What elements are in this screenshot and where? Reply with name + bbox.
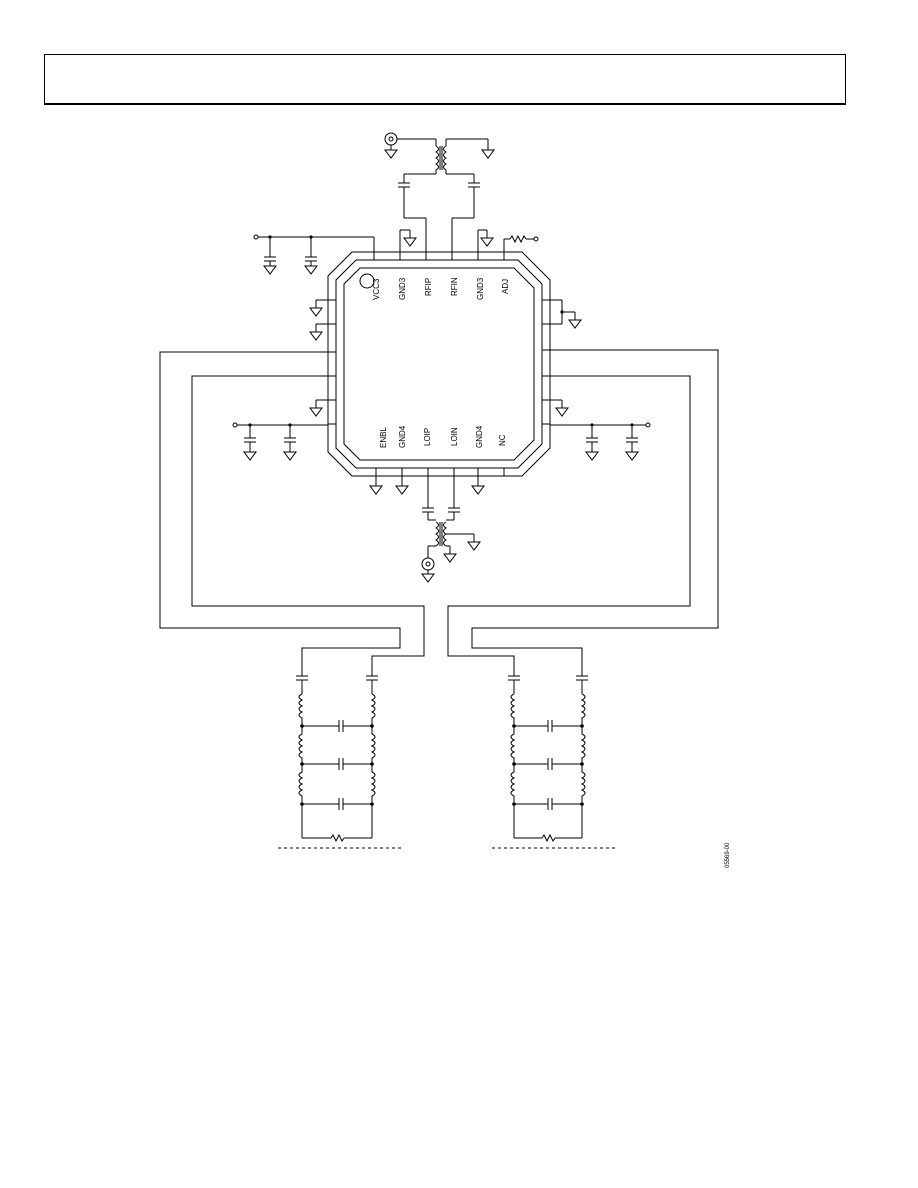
- pin-label-gnd4-a: GND4: [398, 425, 407, 448]
- bottom-pin-grounds: [369, 476, 485, 495]
- pin-label-rfin: RFIN: [450, 277, 459, 296]
- coax-connector-icon: [384, 132, 398, 146]
- if-filter-left: [296, 675, 378, 843]
- pin-label-gnd3-a: GND3: [398, 277, 407, 300]
- left-pin-grounds: [309, 299, 328, 417]
- pin-label-gnd3-b: GND3: [476, 277, 485, 300]
- rf-input-network: [384, 132, 495, 252]
- capacitor-icon: [451, 174, 480, 252]
- if-filter-right: [508, 675, 588, 843]
- vcc-supply-decoupling-left: [232, 422, 328, 461]
- filter-nodes-right: [512, 724, 584, 806]
- right-pin-network: [550, 299, 582, 417]
- ic-package: [327, 251, 551, 477]
- pin-label-gnd4-b: GND4: [475, 425, 484, 448]
- lo-input-network: [421, 476, 481, 583]
- vcc-supply-decoupling-top: [253, 234, 375, 275]
- balun-transformer-icon: [435, 521, 447, 547]
- pin-label-enbl: ENBL: [379, 427, 388, 448]
- filter-nodes-left: [300, 724, 374, 806]
- vcc-supply-decoupling-right: [550, 422, 651, 461]
- pin-label-adj: ADJ: [501, 279, 510, 294]
- capacitor-icon: [398, 174, 427, 252]
- figure-id: 05569-00: [725, 842, 731, 868]
- top-pin-ground-and-adj: [399, 229, 539, 252]
- coax-connector-icon: [421, 557, 435, 571]
- header-box: [44, 54, 846, 105]
- pin1-marker: [359, 273, 375, 289]
- pin-label-loip: LOIP: [423, 428, 432, 446]
- balun-transformer-icon: [404, 145, 474, 175]
- pin-label-nc: NC: [498, 434, 507, 446]
- if-output-traces: [159, 349, 719, 676]
- pin-label-loin: LOIN: [450, 427, 459, 446]
- pin-label-vcc3: VCC3: [372, 278, 381, 300]
- pin-label-rfip: RFIP: [424, 278, 433, 296]
- pin-pads: [328, 252, 550, 476]
